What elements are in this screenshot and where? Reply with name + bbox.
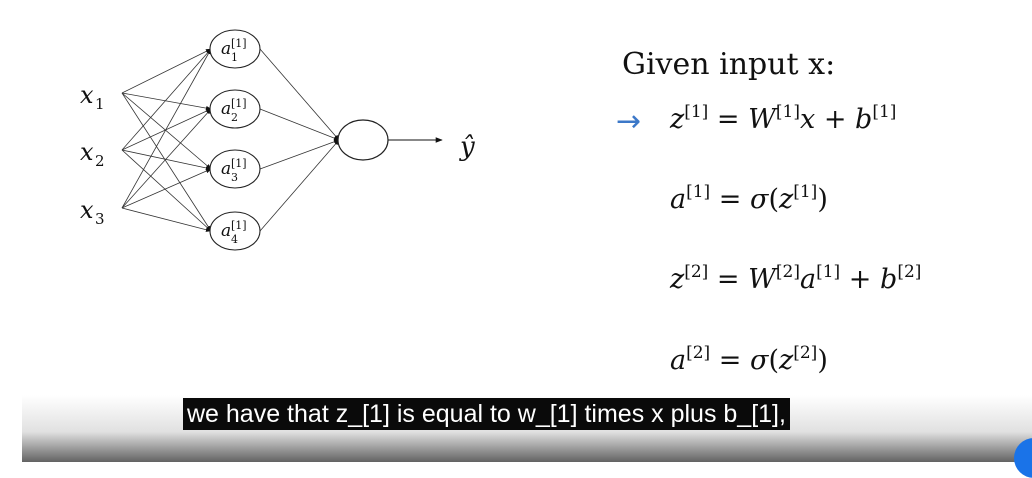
input-label-x1: x <box>80 81 94 109</box>
hidden-node-2 <box>209 89 261 129</box>
hidden-node-sub-4: 4 <box>231 233 238 246</box>
hidden-node-sub-2: 2 <box>231 111 238 124</box>
edge-x1-a2 <box>121 92 212 111</box>
edge-x2-a3 <box>121 149 212 171</box>
hidden-node-sup-1: [1] <box>231 37 247 50</box>
input-label-x3: x <box>80 196 94 224</box>
edge-x1-a3 <box>121 92 212 170</box>
edge-x1-a1 <box>121 48 212 94</box>
edge-x2-a1 <box>121 48 212 151</box>
edge-x2-a2 <box>121 108 212 151</box>
hidden-node-4 <box>209 211 261 251</box>
hidden-node-label-3: a <box>221 159 231 179</box>
slide <box>22 0 1032 462</box>
edge-x1-a4 <box>121 92 212 232</box>
subtitle-caption: we have that z_[1] is equal to w_[1] tim… <box>183 398 790 430</box>
equation-z2: z[2] = W[2]a[1] + b[2] <box>670 261 922 295</box>
hidden-node-sup-3: [1] <box>231 157 247 170</box>
edge-a4-output <box>259 139 340 232</box>
output-label-yhat: ŷ <box>459 132 475 162</box>
equation-a1: a[1] = σ(z[1]) <box>670 181 828 215</box>
input-label-x2: x <box>80 138 94 166</box>
hidden-node-sub-1: 1 <box>231 51 238 64</box>
hidden-node-sup-2: [1] <box>231 97 247 110</box>
hidden-node-label-2: a <box>221 99 231 119</box>
hidden-node-1 <box>209 29 261 69</box>
edge-a3-output <box>259 139 340 170</box>
edge-x3-a4 <box>121 207 212 232</box>
equation-a2: a[2] = σ(z[2]) <box>670 342 828 376</box>
input-sub-x1: 1 <box>95 95 105 113</box>
hidden-node-sup-4: [1] <box>231 219 247 232</box>
hidden-node-label-1: a <box>221 39 231 59</box>
pointer-arrow-icon: → <box>616 104 642 139</box>
input-sub-x3: 3 <box>95 210 105 228</box>
network-nodes <box>209 29 389 251</box>
edge-a1-output <box>259 48 340 141</box>
edge-x3-a2 <box>121 108 212 209</box>
equations-title: Given input x: <box>622 47 836 82</box>
edge-a2-output <box>259 108 340 141</box>
hidden-node-label-4: a <box>221 221 231 241</box>
edge-x3-a1 <box>121 48 212 209</box>
edge-x2-a4 <box>121 149 212 232</box>
hidden-node-sub-3: 3 <box>231 171 238 184</box>
edge-x3-a3 <box>121 168 212 209</box>
equation-z1: z[1] = W[1]x + b[1] <box>670 101 897 135</box>
hidden-node-3 <box>209 149 261 189</box>
network-edges <box>121 48 443 232</box>
input-sub-x2: 2 <box>95 152 105 170</box>
left-margin <box>0 0 22 462</box>
output-node <box>337 119 389 161</box>
